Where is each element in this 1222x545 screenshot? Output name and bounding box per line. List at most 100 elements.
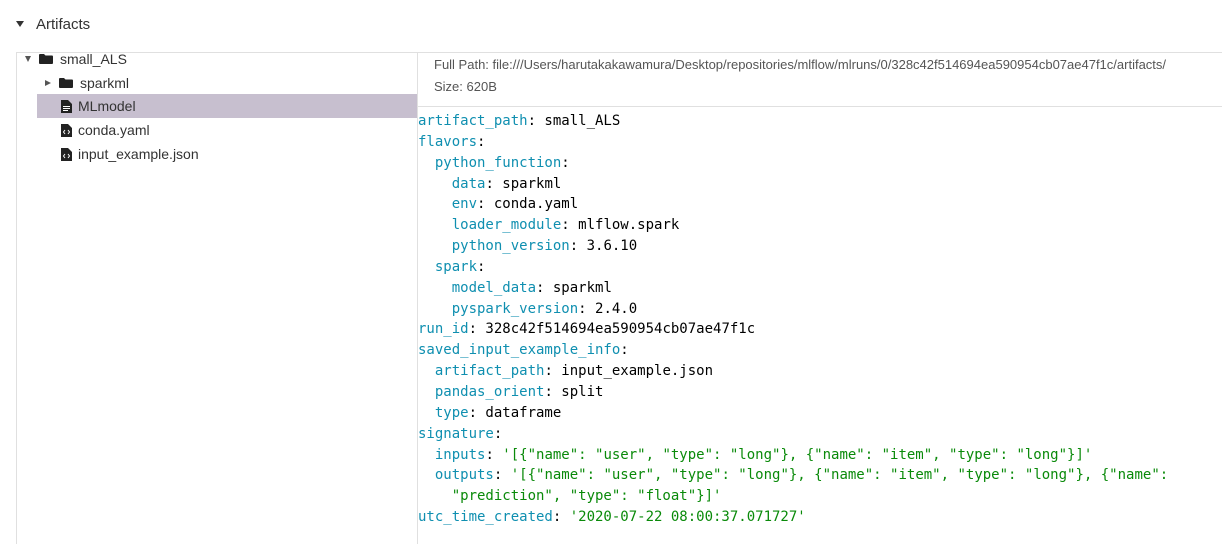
- yaml-text: [418, 467, 435, 483]
- yaml-key: outputs: [434, 467, 494, 484]
- yaml-key: loader_module: [451, 217, 562, 234]
- yaml-string: '[{"name": "user", "type": "long"}, {"na…: [510, 467, 1169, 484]
- yaml-key: artifact_path: [434, 363, 545, 380]
- yaml-key: pandas_orient: [434, 383, 545, 400]
- yaml-key: python_version: [451, 238, 570, 255]
- yaml-key: saved_input_example_info: [418, 342, 621, 359]
- yaml-text: [418, 238, 452, 254]
- yaml-text: : mlflow.spark: [561, 217, 680, 234]
- yaml-line: pandas_orient: split: [418, 382, 1222, 403]
- yaml-text: :: [561, 154, 570, 171]
- tree-item-label: conda.yaml: [78, 122, 150, 138]
- yaml-line: python_function:: [418, 153, 1222, 174]
- yaml-key: model_data: [451, 279, 537, 296]
- yaml-line: pyspark_version: 2.4.0: [418, 299, 1222, 320]
- yaml-text: : 328c42f514694ea590954cb07ae47f1c: [468, 321, 756, 338]
- yaml-line: loader_module: mlflow.spark: [418, 215, 1222, 236]
- folder-icon: [39, 54, 53, 64]
- yaml-text: :: [552, 509, 570, 526]
- tree-item-label: MLmodel: [78, 98, 136, 114]
- yaml-line: env: conda.yaml: [418, 194, 1222, 215]
- file-text-icon: [61, 99, 72, 113]
- yaml-string: '[{"name": "user", "type": "long"}, {"na…: [502, 446, 1093, 463]
- yaml-text: :: [493, 425, 503, 442]
- file-size: Size: 620B: [434, 79, 497, 94]
- yaml-text: :: [620, 342, 629, 359]
- size-label: Size:: [434, 79, 463, 94]
- full-path-value: file:///Users/harutakakawamura/Desktop/r…: [492, 57, 1167, 72]
- yaml-key: env: [451, 196, 478, 213]
- yaml-text: : 3.6.10: [569, 238, 638, 255]
- yaml-text: : conda.yaml: [477, 196, 579, 213]
- yaml-text: [418, 155, 435, 171]
- yaml-line: type: dataframe: [418, 403, 1222, 424]
- yaml-text: [418, 280, 452, 296]
- tree-item-label: sparkml: [80, 75, 130, 91]
- tree-item-mlmodel[interactable]: MLmodel: [37, 94, 417, 118]
- yaml-text: [418, 217, 452, 233]
- yaml-key: type: [434, 404, 469, 421]
- caret-down-icon: [16, 21, 24, 27]
- artifacts-section-toggle[interactable]: Artifacts: [16, 14, 90, 34]
- yaml-line: inputs: '[{"name": "user", "type": "long…: [418, 445, 1222, 466]
- yaml-text: :: [477, 258, 486, 275]
- yaml-text: :: [477, 133, 486, 150]
- yaml-text: [418, 384, 435, 400]
- yaml-key: run_id: [418, 321, 469, 338]
- yaml-text: : sparkml: [485, 175, 562, 192]
- yaml-text: : small_ALS: [527, 113, 621, 129]
- yaml-key: data: [451, 175, 486, 192]
- yaml-line: data: sparkml: [418, 174, 1222, 195]
- size-value: 620B: [466, 79, 497, 94]
- tree-item-sparkml[interactable]: sparkml: [45, 71, 417, 95]
- yaml-key: utc_time_created: [418, 509, 553, 526]
- yaml-string: '2020-07-22 08:00:37.071727': [569, 509, 806, 526]
- yaml-line: saved_input_example_info:: [418, 340, 1222, 361]
- file-code-icon: [61, 123, 72, 137]
- yaml-line: spark:: [418, 257, 1222, 278]
- yaml-text: [418, 405, 435, 421]
- yaml-line: signature:: [418, 424, 1222, 445]
- yaml-key: spark: [434, 258, 478, 275]
- tree-item-small-als[interactable]: small_ALS: [25, 47, 417, 71]
- artifacts-panel: small_ALS sparkml MLmodel conda.yaml: [16, 51, 1222, 545]
- full-path: Full Path: file:///Users/harutakakawamur…: [434, 57, 1166, 72]
- yaml-text: :: [493, 467, 511, 484]
- tree-item-label: small_ALS: [60, 51, 127, 67]
- yaml-line: artifact_path: small_ALS: [418, 111, 1222, 132]
- yaml-line: model_data: sparkml: [418, 278, 1222, 299]
- tree-item-conda-yaml[interactable]: conda.yaml: [61, 118, 417, 142]
- yaml-text: : dataframe: [468, 404, 562, 421]
- yaml-text: : 2.4.0: [578, 300, 638, 317]
- yaml-key: flavors: [418, 133, 478, 150]
- yaml-line: outputs: '[{"name": "user", "type": "lon…: [418, 465, 1222, 486]
- yaml-text: [418, 447, 435, 463]
- yaml-text: : input_example.json: [544, 363, 714, 380]
- folder-icon: [59, 78, 73, 88]
- yaml-text: : sparkml: [536, 279, 612, 296]
- yaml-line: python_version: 3.6.10: [418, 236, 1222, 257]
- yaml-key: pyspark_version: [451, 300, 579, 317]
- yaml-line: run_id: 328c42f514694ea590954cb07ae47f1c: [418, 319, 1222, 340]
- artifact-metadata: Full Path: file:///Users/harutakakawamur…: [434, 53, 1222, 105]
- chevron-right-icon[interactable]: [45, 80, 51, 86]
- yaml-string: "prediction", "type": "float"}]': [418, 488, 722, 505]
- full-path-label: Full Path:: [434, 57, 489, 72]
- tree-item-input-example-json[interactable]: input_example.json: [61, 142, 417, 166]
- yaml-text: [418, 176, 452, 192]
- yaml-text: [418, 363, 435, 379]
- chevron-down-icon[interactable]: [25, 56, 31, 62]
- yaml-text: [418, 196, 452, 212]
- yaml-text: [418, 259, 435, 275]
- yaml-line: utc_time_created: '2020-07-22 08:00:37.0…: [418, 507, 1222, 528]
- yaml-key: signature: [418, 425, 494, 442]
- section-title: Artifacts: [36, 15, 91, 33]
- artifact-tree: small_ALS sparkml MLmodel conda.yaml: [17, 51, 418, 544]
- yaml-text: [418, 301, 452, 317]
- yaml-text: : split: [544, 383, 604, 400]
- yaml-key: python_function: [434, 154, 562, 171]
- file-code-icon: [61, 147, 72, 161]
- yaml-key: inputs: [434, 446, 486, 463]
